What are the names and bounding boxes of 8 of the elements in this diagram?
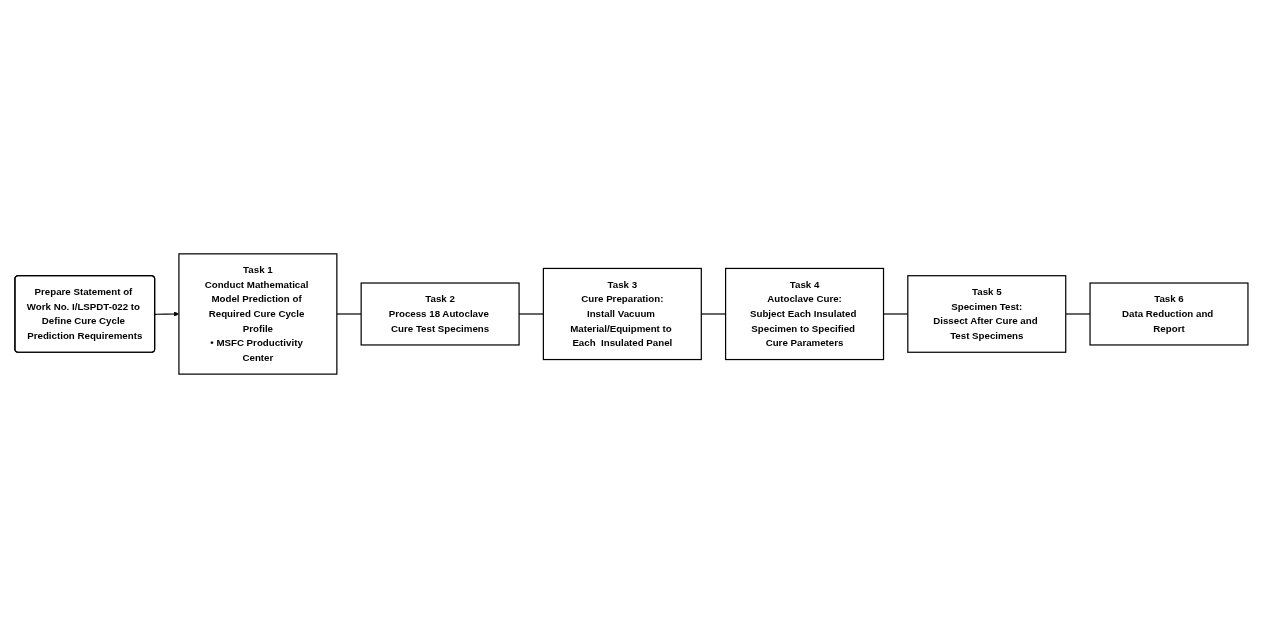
- node-box: Task 5 Specimen Test: Dissect After Cure and Test Specimens: [907, 274, 1067, 353]
- node-box: Task 1 Conduct Mathematical Model Prediction of Required Cure Cycle Profile • MSFC Productivity Center: [178, 252, 338, 375]
- node-box: Task 6 Data Reduction and Report: [1089, 281, 1249, 346]
- connector: [1065, 312, 1091, 315]
- node-box: Task 4 Autoclave Cure: Subject Each Insulated Specimen to Specified Cure Parameters: [725, 267, 885, 360]
- connector: [336, 312, 362, 315]
- node-box: Task 3 Cure Preparation: Install Vacuum Material/Equipment to Each Insulated Panel: [542, 267, 702, 360]
- node-box: Task 2 Process 18 Autoclave Cure Test Specimens: [360, 281, 520, 346]
